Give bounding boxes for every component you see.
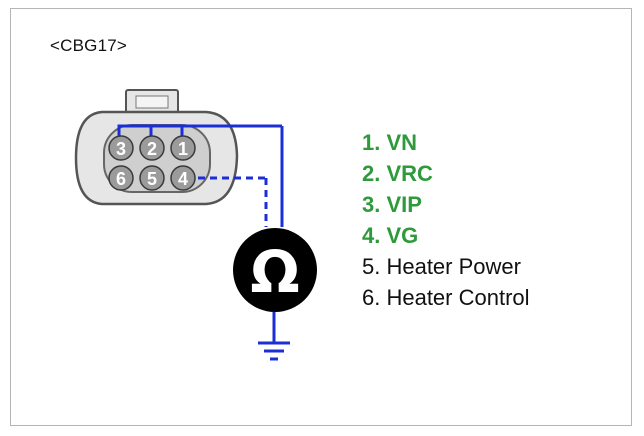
ohm-symbol: Ω — [250, 238, 299, 306]
pin-2: 2 — [139, 135, 165, 161]
pin-3-label: 3 — [116, 139, 126, 159]
pin-function-list: 1. VN 2. VRC 3. VIP 4. VG 5. Heater Powe… — [362, 127, 530, 313]
pin-function-2: 2. VRC — [362, 161, 433, 186]
pin-function-4: 4. VG — [362, 223, 419, 248]
ground-icon — [258, 341, 290, 361]
pin-5-label: 5 — [147, 169, 157, 189]
connector-id-label: <CBG17> — [50, 36, 128, 55]
pin-1: 1 — [170, 135, 196, 161]
wiring — [117, 124, 284, 342]
wire-pin3 — [117, 124, 282, 138]
pin-1-label: 1 — [178, 139, 188, 159]
pin-5: 5 — [139, 165, 165, 191]
pin-function-1: 1. VN — [362, 130, 418, 155]
pin-function-5: 5. Heater Power — [362, 254, 521, 279]
pin-grid: 3 2 1 6 5 4 — [108, 135, 196, 191]
pin-function-3: 3. VIP — [362, 192, 422, 217]
pin-2-label: 2 — [147, 139, 157, 159]
pin-6: 6 — [108, 165, 134, 191]
connector-latch-slot — [135, 95, 169, 109]
diagram-frame — [10, 8, 632, 426]
pin-4: 4 — [170, 165, 196, 191]
ohmmeter-icon: Ω — [233, 228, 317, 312]
pin-4-label: 4 — [178, 169, 188, 189]
pin-function-6: 6. Heater Control — [362, 285, 530, 310]
pin-6-label: 6 — [116, 169, 126, 189]
pin-3: 3 — [108, 135, 134, 161]
